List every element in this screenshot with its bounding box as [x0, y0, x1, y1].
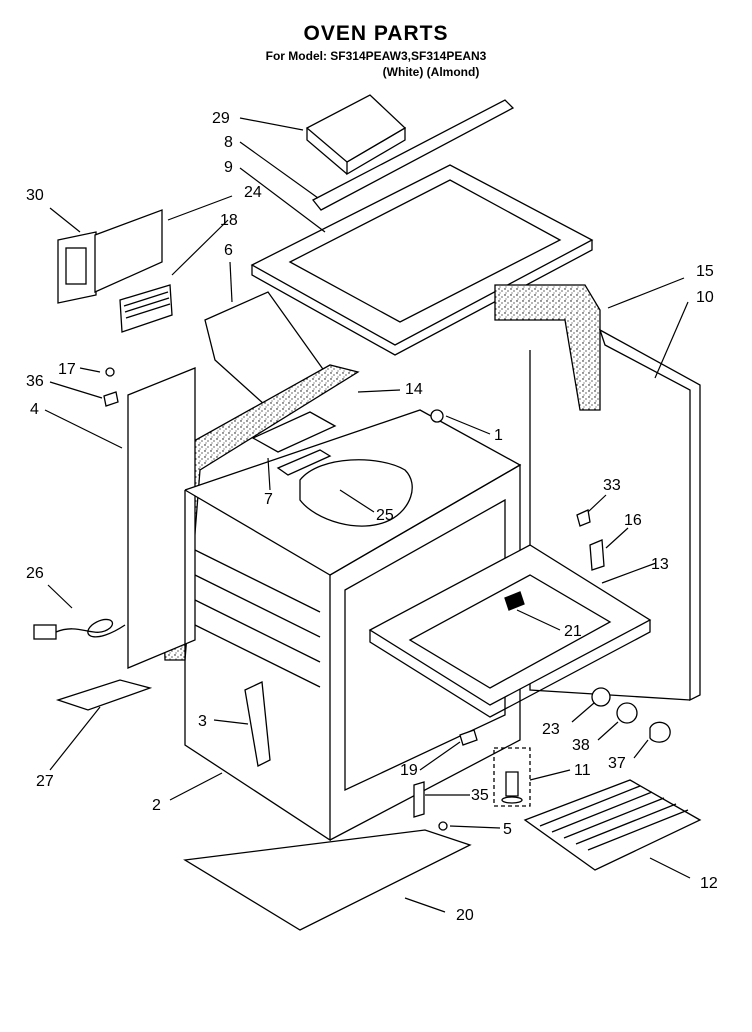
callout-35: 35	[471, 787, 489, 804]
part-vent-duct	[305, 94, 407, 176]
part-drawer-panel	[183, 829, 472, 931]
part-element-block	[119, 284, 173, 333]
part-leveling-leg	[493, 747, 531, 807]
callout-30: 30	[26, 187, 44, 204]
callout-7: 7	[264, 491, 273, 508]
part-clip-17	[105, 367, 115, 377]
part-lamp-socket	[591, 687, 611, 707]
part-screw	[438, 821, 448, 831]
callout-6: 6	[224, 242, 233, 259]
callout-numbers: 29 8 9 30 24 18 6 17 36 4 14 15 10 1 7 2…	[26, 110, 718, 924]
leader-lines	[44, 117, 691, 913]
callout-10: 10	[696, 289, 714, 306]
part-floor-bracket	[55, 679, 153, 711]
part-right-side-panel	[529, 328, 701, 702]
part-label	[504, 591, 525, 611]
part-insulation-left	[159, 364, 360, 661]
part-oven-rack	[523, 779, 702, 871]
callout-20: 20	[456, 907, 474, 924]
color-line: (White) (Almond)	[382, 65, 480, 79]
callout-18: 18	[220, 212, 238, 229]
callout-15: 15	[696, 263, 714, 280]
part-insulation-right	[494, 284, 601, 411]
callout-27: 27	[36, 773, 54, 790]
callout-26: 26	[26, 565, 44, 582]
part-lamp-ring	[616, 702, 638, 724]
callout-33: 33	[603, 477, 621, 494]
callout-24: 24	[244, 184, 262, 201]
callout-5: 5	[503, 821, 512, 838]
part-clip	[459, 729, 478, 746]
part-bracket-small	[413, 781, 425, 818]
model-line: For Model: SF314PEAW3,SF314PEAN3	[265, 49, 487, 63]
part-oven-cavity	[184, 409, 522, 842]
callout-3: 3	[198, 713, 207, 730]
callout-16: 16	[624, 512, 642, 529]
callout-37: 37	[608, 755, 626, 772]
part-latch	[589, 539, 605, 571]
part-grommet	[430, 409, 444, 423]
part-oven-door	[368, 544, 652, 718]
callout-25: 25	[376, 507, 394, 524]
part-power-cord	[33, 618, 126, 640]
part-oven-bottom	[299, 459, 413, 527]
callout-12: 12	[700, 875, 718, 892]
callout-21: 21	[564, 623, 582, 640]
callout-23: 23	[542, 721, 560, 738]
page-title: OVEN PARTS	[303, 22, 449, 45]
part-top-strip	[311, 99, 515, 211]
callout-17: 17	[58, 361, 76, 378]
part-bracket	[57, 231, 97, 304]
part-switch	[576, 509, 591, 527]
callout-29: 29	[212, 110, 230, 127]
callout-1: 1	[494, 427, 503, 444]
callout-4: 4	[30, 401, 39, 418]
callout-2: 2	[152, 797, 161, 814]
part-clip-36	[103, 391, 119, 407]
part-top-frame	[250, 164, 594, 356]
part-panel	[94, 209, 163, 294]
callout-13: 13	[651, 556, 669, 573]
callout-9: 9	[224, 159, 233, 176]
callout-14: 14	[405, 381, 423, 398]
callout-36: 36	[26, 373, 44, 390]
part-sensor	[244, 681, 271, 767]
part-left-side-panel	[127, 367, 196, 669]
part-vent-plate	[251, 411, 337, 476]
callout-38: 38	[572, 737, 590, 754]
callout-19: 19	[400, 762, 418, 779]
part-lamp-bulb	[649, 721, 671, 743]
callout-8: 8	[224, 134, 233, 151]
callout-11: 11	[574, 762, 591, 779]
